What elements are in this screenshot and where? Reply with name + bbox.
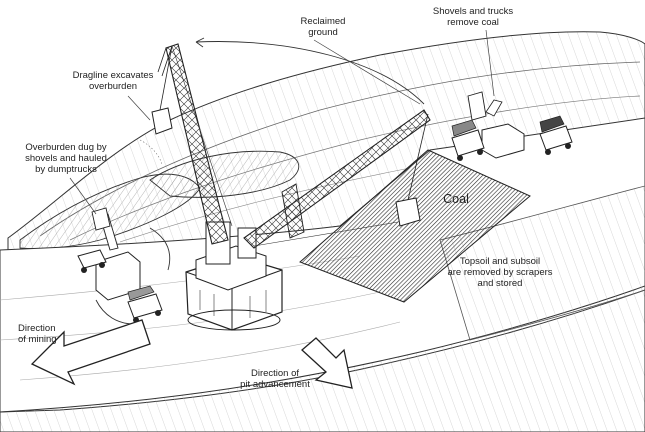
pit-advancement-arrow (301, 337, 353, 389)
label-direction-of-mining: Direction of mining (18, 323, 57, 345)
label-coal: Coal (443, 192, 469, 206)
coal-seam (299, 149, 531, 303)
leader-lines (69, 29, 495, 215)
highwall (0, 185, 645, 432)
label-pit-advancement: Direction of pit advancement (240, 368, 310, 390)
dumptrucks-left (77, 249, 163, 323)
label-dragline: Dragline excavates overburden (72, 70, 154, 92)
dragline-boom-right (243, 109, 431, 249)
overburden-shovel (91, 207, 141, 301)
label-reclaimed-ground: Reclaimed ground (300, 16, 346, 38)
label-topsoil: Topsoil and subsoil are removed by scrap… (447, 256, 553, 289)
label-shovels-trucks: Shovels and trucks remove coal (432, 6, 514, 28)
coal-shovels-trucks (451, 91, 573, 161)
direction-of-mining-arrow (30, 319, 151, 386)
dragline-boom-left (139, 43, 233, 245)
label-overburden: Overburden dug by shovels and hauled by … (25, 142, 107, 175)
dragline-machine (185, 221, 283, 331)
spoil-piles (19, 150, 300, 250)
